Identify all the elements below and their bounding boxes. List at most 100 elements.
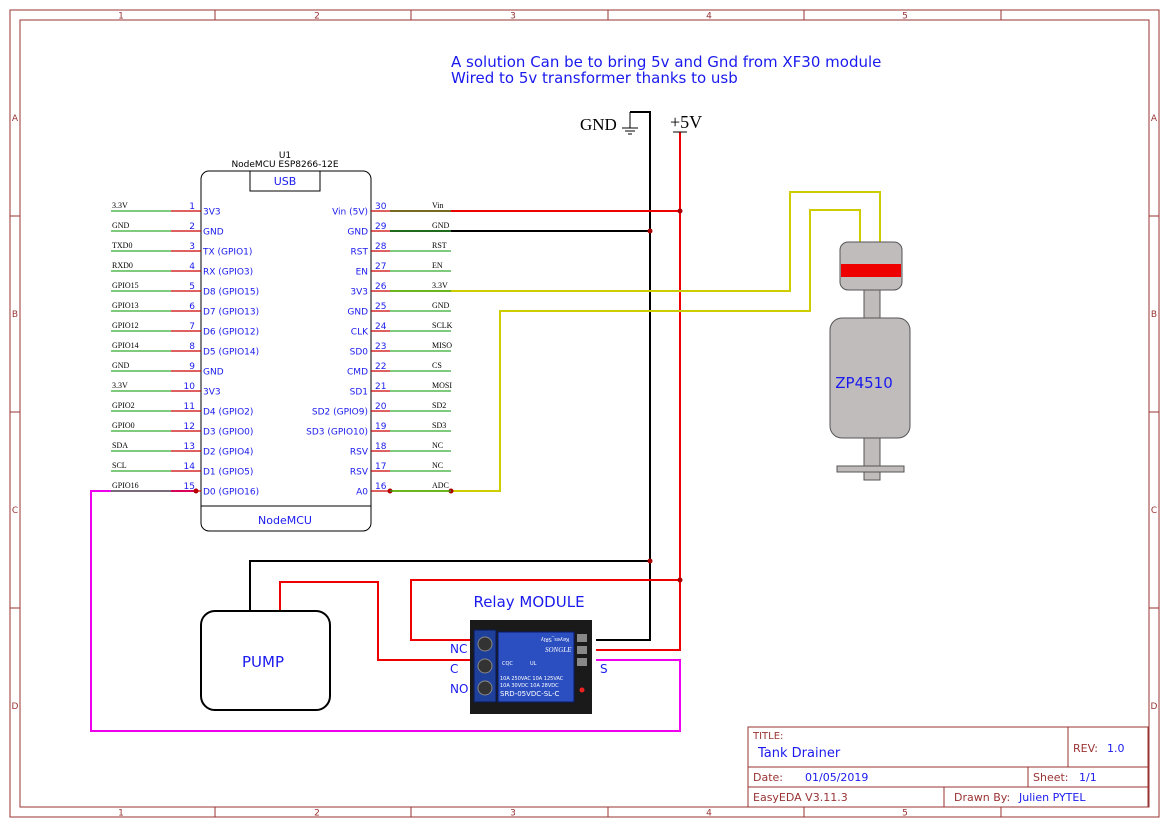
frame-col-label-bottom: 3 bbox=[510, 809, 516, 819]
relay-brand-mark: Keyes_SRly bbox=[541, 636, 569, 642]
pin-name: GND bbox=[347, 308, 368, 318]
net-label: GND bbox=[432, 221, 450, 230]
pin-number: 6 bbox=[189, 302, 195, 312]
relay-led bbox=[579, 687, 585, 693]
pin-name: 3V3 bbox=[203, 388, 221, 398]
pin-number: 12 bbox=[184, 422, 195, 432]
relay-cert-1: CQC bbox=[502, 661, 513, 667]
nodemcu-part-name: NodeMCU ESP8266-12E bbox=[231, 160, 338, 170]
pin-number: 15 bbox=[184, 482, 195, 492]
relay-pin-s: S bbox=[600, 662, 608, 676]
net-label: RST bbox=[432, 241, 447, 250]
pin-name: RSV bbox=[350, 468, 369, 478]
frame-col-label-top: 1 bbox=[118, 12, 124, 22]
gnd-label: GND bbox=[580, 115, 617, 134]
pin-name: D5 (GPIO14) bbox=[203, 348, 259, 358]
relay-brand: SONGLE bbox=[545, 646, 572, 654]
pin-name: CMD bbox=[347, 368, 368, 378]
title-value: Tank Drainer bbox=[757, 746, 841, 761]
title-block: TITLE: Tank Drainer REV: 1.0 Date: 01/05… bbox=[747, 726, 1149, 808]
wire-gnd[interactable] bbox=[596, 111, 651, 641]
float-sensor[interactable]: ZP4510 bbox=[829, 241, 911, 481]
net-label: GND bbox=[432, 301, 450, 310]
net-label: SCLK bbox=[432, 321, 453, 330]
drawn-by-value: Julien PYTEL bbox=[1018, 791, 1086, 804]
pin-number: 29 bbox=[375, 222, 387, 232]
wire-adc-sensor[interactable] bbox=[390, 209, 861, 492]
wire-5v[interactable] bbox=[596, 132, 681, 651]
terminal-screw-no bbox=[477, 680, 493, 696]
pin-number: 4 bbox=[189, 262, 195, 272]
pin-number: 8 bbox=[189, 342, 195, 352]
frame-row-label-left: B bbox=[12, 310, 18, 320]
net-label: MOSI bbox=[432, 381, 452, 390]
wire-pump-c[interactable] bbox=[279, 581, 470, 661]
net-label: EN bbox=[432, 261, 443, 270]
frame-col-label-bottom: 2 bbox=[314, 809, 320, 819]
wire-gnd-pump[interactable] bbox=[249, 560, 650, 611]
nodemcu-designator: U1 bbox=[279, 151, 291, 161]
sensor-shaft bbox=[863, 437, 881, 481]
pump[interactable]: PUMP bbox=[200, 610, 331, 711]
relay-rating-1: 10A 250VAC 10A 125VAC bbox=[500, 676, 564, 682]
design-note: A solution Can be to bring 5v and Gnd fr… bbox=[451, 53, 881, 87]
pin-name: D0 (GPIO16) bbox=[203, 488, 259, 498]
relay-cert-2: UL bbox=[530, 661, 537, 667]
relay-pin-nc: NC bbox=[450, 642, 467, 656]
pin-name: RX (GPIO3) bbox=[203, 268, 253, 278]
frame-row-label-left: C bbox=[12, 506, 18, 516]
relay-pin-no: NO bbox=[450, 682, 468, 696]
sheet-caption: Sheet: bbox=[1033, 771, 1069, 784]
sensor-label: ZP4510 bbox=[835, 374, 893, 392]
relay-title: Relay MODULE bbox=[473, 593, 584, 611]
wire-5v-nc[interactable] bbox=[410, 579, 680, 641]
pump-label: PUMP bbox=[242, 653, 284, 671]
pin-number: 13 bbox=[184, 442, 195, 452]
frame-row-label-left: D bbox=[12, 702, 19, 712]
frame-row-label-right: D bbox=[1151, 702, 1158, 712]
net-label: GND bbox=[112, 361, 130, 370]
relay-module[interactable]: Relay MODULE Keyes_SRly SONGLE CQC UL 10… bbox=[450, 593, 608, 714]
net-label: NC bbox=[432, 441, 443, 450]
net-label: GPIO12 bbox=[112, 321, 139, 330]
pin-name: D3 (GPIO0) bbox=[203, 428, 253, 438]
net-label: SD3 bbox=[432, 421, 446, 430]
wire-3v3-sensor[interactable] bbox=[390, 191, 881, 292]
wire-signal[interactable] bbox=[90, 490, 681, 732]
relay-model: SRD-05VDC-SL-C bbox=[500, 690, 559, 698]
pin-number: 7 bbox=[189, 322, 195, 332]
